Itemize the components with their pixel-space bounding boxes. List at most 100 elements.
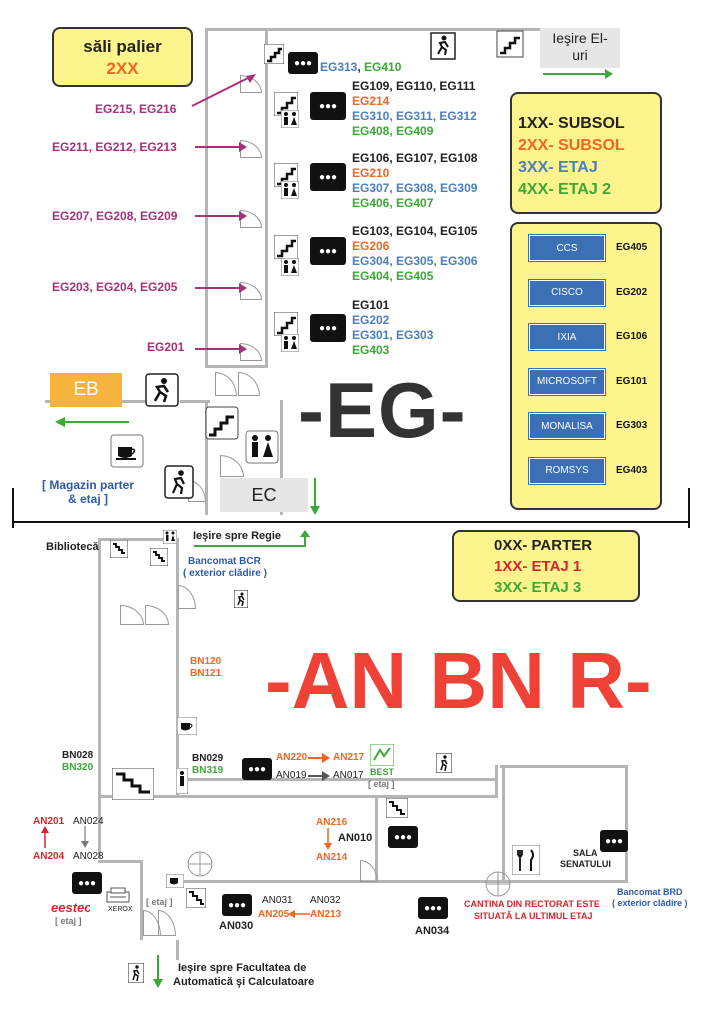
bancomat-brd-line2: ( exterior clădire ) — [612, 898, 688, 908]
room-code: EG307, EG308, EG309 — [352, 181, 478, 195]
bottom-floor-legend-item: 0XX- PARTER — [494, 537, 593, 554]
emergency-exit-icon — [430, 32, 456, 60]
meeting-room-icon: ●●● — [388, 826, 418, 848]
door — [178, 585, 196, 609]
company-badge: MONALISA — [529, 413, 605, 439]
wall — [205, 365, 267, 368]
arrow-an216-an214 — [324, 828, 332, 850]
magazin-line1: [ Magazin parter — [42, 478, 135, 492]
wc-icon — [281, 334, 299, 352]
eg-title: -EG- — [298, 366, 467, 454]
room-code: EG206 — [352, 239, 390, 253]
sala-line1: SALA — [573, 848, 598, 858]
meeting-room-icon: ●●● — [600, 830, 628, 852]
an204-label: AN204 — [33, 851, 65, 862]
floor-legend-item: 2XX- SUBSOL — [518, 137, 625, 154]
meeting-room-icon: ●●● — [310, 314, 346, 342]
company-badge: MICROSOFT — [529, 368, 605, 395]
meeting-room-icon: ●●● — [242, 758, 272, 780]
wc-icon — [281, 181, 299, 199]
wall — [180, 400, 210, 403]
landing-label-5: EG201 — [147, 340, 185, 354]
wall — [205, 28, 550, 31]
door — [220, 455, 244, 477]
an019-label: AN019 — [276, 770, 307, 781]
ec-label: EC — [251, 485, 277, 505]
meeting-room-icon: ●●● — [310, 163, 346, 191]
stairs-icon — [274, 235, 298, 259]
cantina-line2: SITUATĂ LA ULTIMUL ETAJ — [474, 911, 593, 921]
wall — [98, 795, 498, 798]
eb-box: EB — [50, 373, 122, 407]
iesire-fac-arrow — [153, 955, 163, 988]
landing-label-2: EG211, EG212, EG213 — [52, 140, 177, 154]
best-label: BEST — [370, 767, 395, 777]
an216-label: AN216 — [316, 817, 348, 828]
bn029-label: BN029 — [192, 753, 224, 764]
stairs-icon — [274, 312, 298, 336]
company-room: EG101 — [616, 375, 648, 387]
wc-icon — [281, 110, 299, 128]
room-line: EG307, EG308, EG309 — [352, 181, 477, 195]
room-code: EG404, EG405 — [352, 269, 434, 283]
an028-label: AN028 — [73, 851, 104, 862]
wall — [140, 860, 143, 940]
ec-box: EC — [220, 478, 308, 512]
bn319-label: BN319 — [192, 765, 224, 776]
best-logo-icon — [370, 744, 394, 766]
iesire-regie-label: Ieşire spre Regie — [193, 530, 282, 542]
wall — [495, 765, 498, 798]
an214-label: AN214 — [316, 852, 348, 863]
company-badge: IXIA — [529, 324, 605, 350]
an010-label: AN010 — [338, 832, 373, 844]
room-line: EG106, EG107, EG108 — [352, 151, 477, 165]
stairs-icon — [112, 768, 154, 800]
an220-label: AN220 — [276, 752, 308, 763]
bn320-label: BN320 — [62, 762, 94, 773]
stairs-icon — [186, 888, 206, 908]
restaurant-icon — [512, 845, 540, 875]
note-line2: 2XX — [106, 59, 139, 78]
room-line: EG304, EG305, EG306 — [352, 254, 477, 268]
coffee-icon — [177, 717, 197, 735]
arrow-an201-an204 — [41, 826, 49, 848]
room-line: EG103, EG104, EG105 — [352, 224, 477, 238]
room-line: EG109, EG110, EG111 — [352, 79, 475, 93]
wall — [205, 28, 208, 368]
door — [145, 605, 169, 625]
room-line: EG404, EG405 — [352, 269, 433, 283]
bn120-label: BN120 — [190, 656, 222, 667]
room-code: EG410 — [364, 60, 402, 74]
wall — [500, 765, 628, 768]
meeting-room-icon: ●●● — [310, 237, 346, 265]
an032-label: AN032 — [310, 895, 341, 906]
wall — [205, 400, 208, 515]
room-code: EG106, EG107, EG108 — [352, 151, 478, 165]
floor-legend-item: 4XX- ETAJ 2 — [518, 181, 612, 198]
biblioteca-label: Bibliotecă — [46, 541, 99, 553]
room-code: EG408, EG409 — [352, 124, 434, 138]
xerox-label: XEROX — [108, 906, 133, 913]
an217-label: AN217 — [333, 752, 365, 763]
divider — [688, 488, 690, 528]
door — [238, 372, 260, 396]
room-code: EG304, EG305, EG306 — [352, 254, 478, 268]
bottom-floor-legend-item: 3XX- ETAJ 3 — [494, 579, 582, 596]
eestec-logo-icon: eestec — [51, 900, 90, 915]
bancomat-bcr-line1: Bancomat BCR — [188, 556, 261, 567]
room-line: EG101 — [352, 298, 389, 312]
divider — [12, 521, 690, 523]
meeting-room-icon: ●●● — [222, 894, 252, 916]
door — [215, 372, 237, 396]
company-room: EG202 — [616, 286, 648, 298]
room-line: EG310, EG311, EG312 — [352, 109, 477, 123]
landing-rooms-note: săli palier 2XX — [52, 27, 193, 87]
wall — [98, 860, 143, 863]
arrow-an024-an028 — [81, 826, 89, 848]
room-line: EG408, EG409 — [352, 124, 433, 138]
ec-arrow — [310, 478, 320, 515]
coffee-icon — [166, 874, 184, 888]
company-badge: ROMSYS — [529, 457, 605, 484]
wall — [265, 28, 268, 368]
